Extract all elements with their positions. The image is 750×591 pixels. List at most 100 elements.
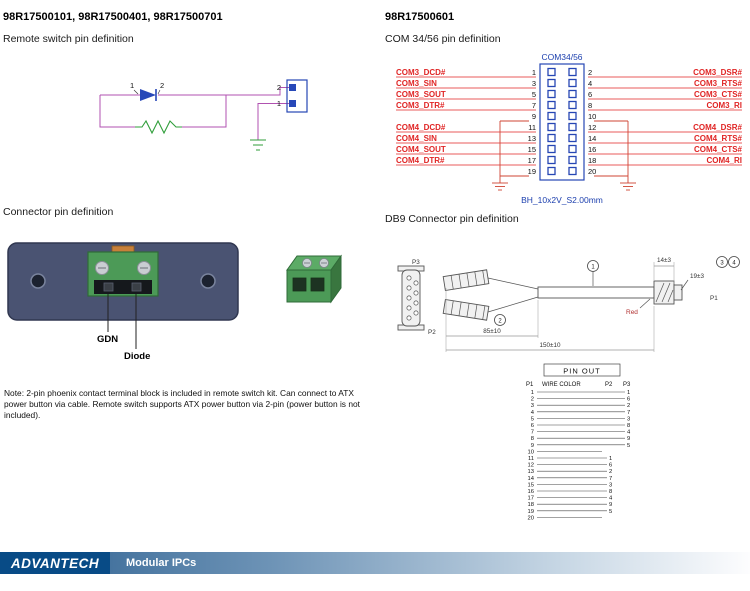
com-pin-square xyxy=(568,67,577,77)
two-pin-connector-outline xyxy=(286,79,308,113)
pinout-p1-pin: 4 xyxy=(531,410,535,416)
pinout-title: PIN OUT xyxy=(563,367,600,376)
com-right-signal-label: COM4_RI xyxy=(706,156,742,165)
com-even-pin-number: 16 xyxy=(588,145,596,154)
com-odd-pin-number: 5 xyxy=(532,90,536,99)
com-odd-pin-number: 19 xyxy=(528,167,536,176)
pinout-col-p3: P3 xyxy=(623,382,631,388)
com-even-pin-number: 12 xyxy=(588,123,596,132)
com-left-signal-label: COM4_DTR# xyxy=(396,156,445,165)
com-even-pin-number: 2 xyxy=(588,68,592,77)
advantech-logo: ADVANTECH xyxy=(0,552,110,574)
connector-pin-1 xyxy=(289,100,296,107)
pinout-p2-pin: 9 xyxy=(609,502,612,508)
pinout-col-wirecolor: WIRE COLOR xyxy=(542,382,581,388)
com-right-signal-label: COM4_RTS# xyxy=(694,134,743,143)
remote-switch-subtitle: Remote switch pin definition xyxy=(3,33,134,45)
com-pin-square xyxy=(547,166,556,176)
callout-2-number: 2 xyxy=(498,319,502,325)
cable-branch-lower xyxy=(487,296,539,313)
com-left-signal-label: COM4_DCD# xyxy=(396,123,446,132)
com-even-pin-number: 6 xyxy=(588,90,592,99)
callout-circle-4 xyxy=(728,256,740,268)
db9-connector xyxy=(397,265,425,331)
connector-section-title: Connector pin definition xyxy=(3,206,114,218)
com-odd-pin-number: 13 xyxy=(528,134,536,143)
pinout-p3-pin: 5 xyxy=(627,443,630,449)
phoenix-plug-3d xyxy=(286,254,342,304)
p2-label: P2 xyxy=(428,329,436,336)
com-right-signal-label: COM4_DSR# xyxy=(693,123,742,132)
pinout-p3-pin: 3 xyxy=(627,416,630,422)
db9-cable-drawing: P3 xyxy=(397,256,740,352)
com-odd-pin-number: 9 xyxy=(532,112,536,121)
idc-connector-lower xyxy=(442,298,490,321)
pinout-p1-pin: 5 xyxy=(531,416,534,422)
pinout-p2-pin: 1 xyxy=(609,456,612,462)
com-odd-pin-number: 17 xyxy=(528,156,536,165)
terminal-block xyxy=(87,245,159,297)
com-left-signal-label: COM4_SOUT xyxy=(396,145,446,154)
cable-body xyxy=(537,286,655,299)
page-footer: ADVANTECH Modular IPCs xyxy=(0,552,750,574)
com-pin-square xyxy=(547,89,556,99)
pinout-p1-pin: 10 xyxy=(528,449,534,455)
pinout-p1-pin: 13 xyxy=(528,469,534,475)
com-pin-square xyxy=(547,155,556,165)
pinout-p1-pin: 17 xyxy=(528,496,534,502)
com-even-pin-number: 4 xyxy=(588,79,592,88)
callout-circle-2 xyxy=(494,314,506,326)
dim-14: 14±3 xyxy=(657,257,671,264)
com-odd-pin-number: 15 xyxy=(528,145,536,154)
com-part-label: BH_10x2V_S2.00mm xyxy=(521,195,603,205)
pinout-p2-pin: 8 xyxy=(609,489,612,495)
remote-switch-circuit-diagram: 1 2 2 1 xyxy=(99,79,308,151)
contact-gdn xyxy=(103,282,114,292)
pinout-p1-pin: 20 xyxy=(528,515,534,521)
diode-pin1-label: 1 xyxy=(130,81,134,90)
dim-85: 85±10 xyxy=(483,328,501,335)
com-ground-wiring xyxy=(492,120,636,191)
diode-pin2-tick xyxy=(157,89,161,95)
com-right-signal-label: COM3_CTS# xyxy=(694,90,743,99)
pinout-p1-pin: 8 xyxy=(531,436,534,442)
com-connector-name: COM34/56 xyxy=(541,52,582,62)
pinout-p3-pin: 4 xyxy=(627,430,631,436)
com-pin-square xyxy=(568,78,577,88)
com-pin-square xyxy=(547,67,556,77)
com-pin-square xyxy=(568,89,577,99)
com-right-signal-label: COM4_CTS# xyxy=(694,145,743,154)
remote-switch-part-numbers: 98R17500101, 98R17500401, 98R17500701 xyxy=(3,11,223,23)
callout-1-number: 1 xyxy=(591,265,595,271)
pinout-p2-pin: 4 xyxy=(609,496,613,502)
pinout-p2-pin: 5 xyxy=(609,509,612,515)
diode-pin1-tick xyxy=(133,89,139,95)
pinout-p1-pin: 6 xyxy=(531,423,534,429)
pinout-p1-pin: 7 xyxy=(531,430,534,436)
pinout-p1-pin: 2 xyxy=(531,397,534,403)
com-pin-square xyxy=(568,166,577,176)
pinout-p1-pin: 9 xyxy=(531,443,534,449)
resistor-symbol xyxy=(135,119,182,135)
mounting-hole-right xyxy=(200,273,216,289)
connector-panel-drawing: GDN Diode xyxy=(7,242,342,362)
p1-header-connector xyxy=(653,280,683,305)
com-odd-pin-number: 7 xyxy=(532,101,536,110)
com-pin-square xyxy=(547,144,556,154)
connector-pin-top-label: 2 xyxy=(277,83,281,92)
com-right-signal-label: COM3_RI xyxy=(706,101,742,110)
pinout-p1-pin: 19 xyxy=(528,509,534,515)
connector-pin-bottom-label: 1 xyxy=(277,99,281,108)
com-pin-square xyxy=(547,122,556,132)
com-even-pin-number: 18 xyxy=(588,156,596,165)
com-part-number: 98R17500601 xyxy=(385,11,455,23)
pinout-p1-pin: 15 xyxy=(528,482,534,488)
p1-label: P1 xyxy=(710,295,718,302)
dim-150: 150±10 xyxy=(540,342,561,349)
callout-3-number: 3 xyxy=(720,261,724,267)
